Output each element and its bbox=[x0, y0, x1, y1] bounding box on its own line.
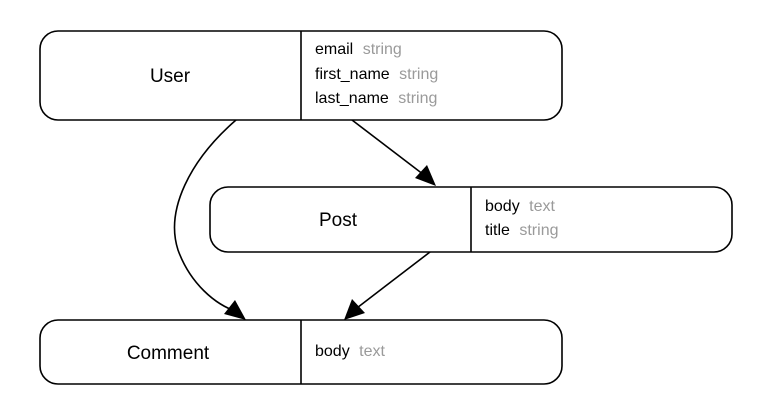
field-type: string bbox=[398, 90, 437, 107]
field-type: string bbox=[519, 222, 558, 239]
entity-post-field-1: body text bbox=[485, 198, 556, 215]
arrowhead-post-comment bbox=[344, 299, 365, 320]
entity-user-field-2: first_name string bbox=[315, 66, 438, 83]
field-name: title bbox=[485, 222, 510, 239]
field-type: string bbox=[363, 41, 402, 58]
edge-user-comment bbox=[173, 119, 239, 313]
field-name: email bbox=[315, 41, 353, 58]
arrowhead-user-comment bbox=[224, 300, 246, 320]
entity-comment-field-1: body text bbox=[315, 343, 386, 360]
entity-post-name: Post bbox=[319, 210, 358, 231]
edge-user-post bbox=[351, 119, 429, 179]
arrowhead-user-post bbox=[415, 165, 436, 186]
entity-post[interactable]: Post body text title string bbox=[209, 186, 733, 253]
entity-post-field-2: title string bbox=[485, 222, 558, 239]
field-name: body bbox=[485, 198, 520, 215]
field-type: text bbox=[359, 343, 385, 360]
entity-user[interactable]: User email string first_name string last… bbox=[39, 30, 563, 121]
edge-post-comment bbox=[352, 251, 431, 312]
entity-user-field-1: email string bbox=[315, 41, 402, 58]
entity-user-name: User bbox=[150, 66, 191, 87]
field-name: body bbox=[315, 343, 350, 360]
field-type: string bbox=[399, 66, 438, 83]
field-type: text bbox=[529, 198, 555, 215]
entity-comment-name: Comment bbox=[127, 343, 210, 364]
entity-user-field-3: last_name string bbox=[315, 90, 437, 107]
field-name: first_name bbox=[315, 66, 390, 83]
entity-comment[interactable]: Comment body text bbox=[39, 319, 563, 385]
field-name: last_name bbox=[315, 90, 389, 107]
